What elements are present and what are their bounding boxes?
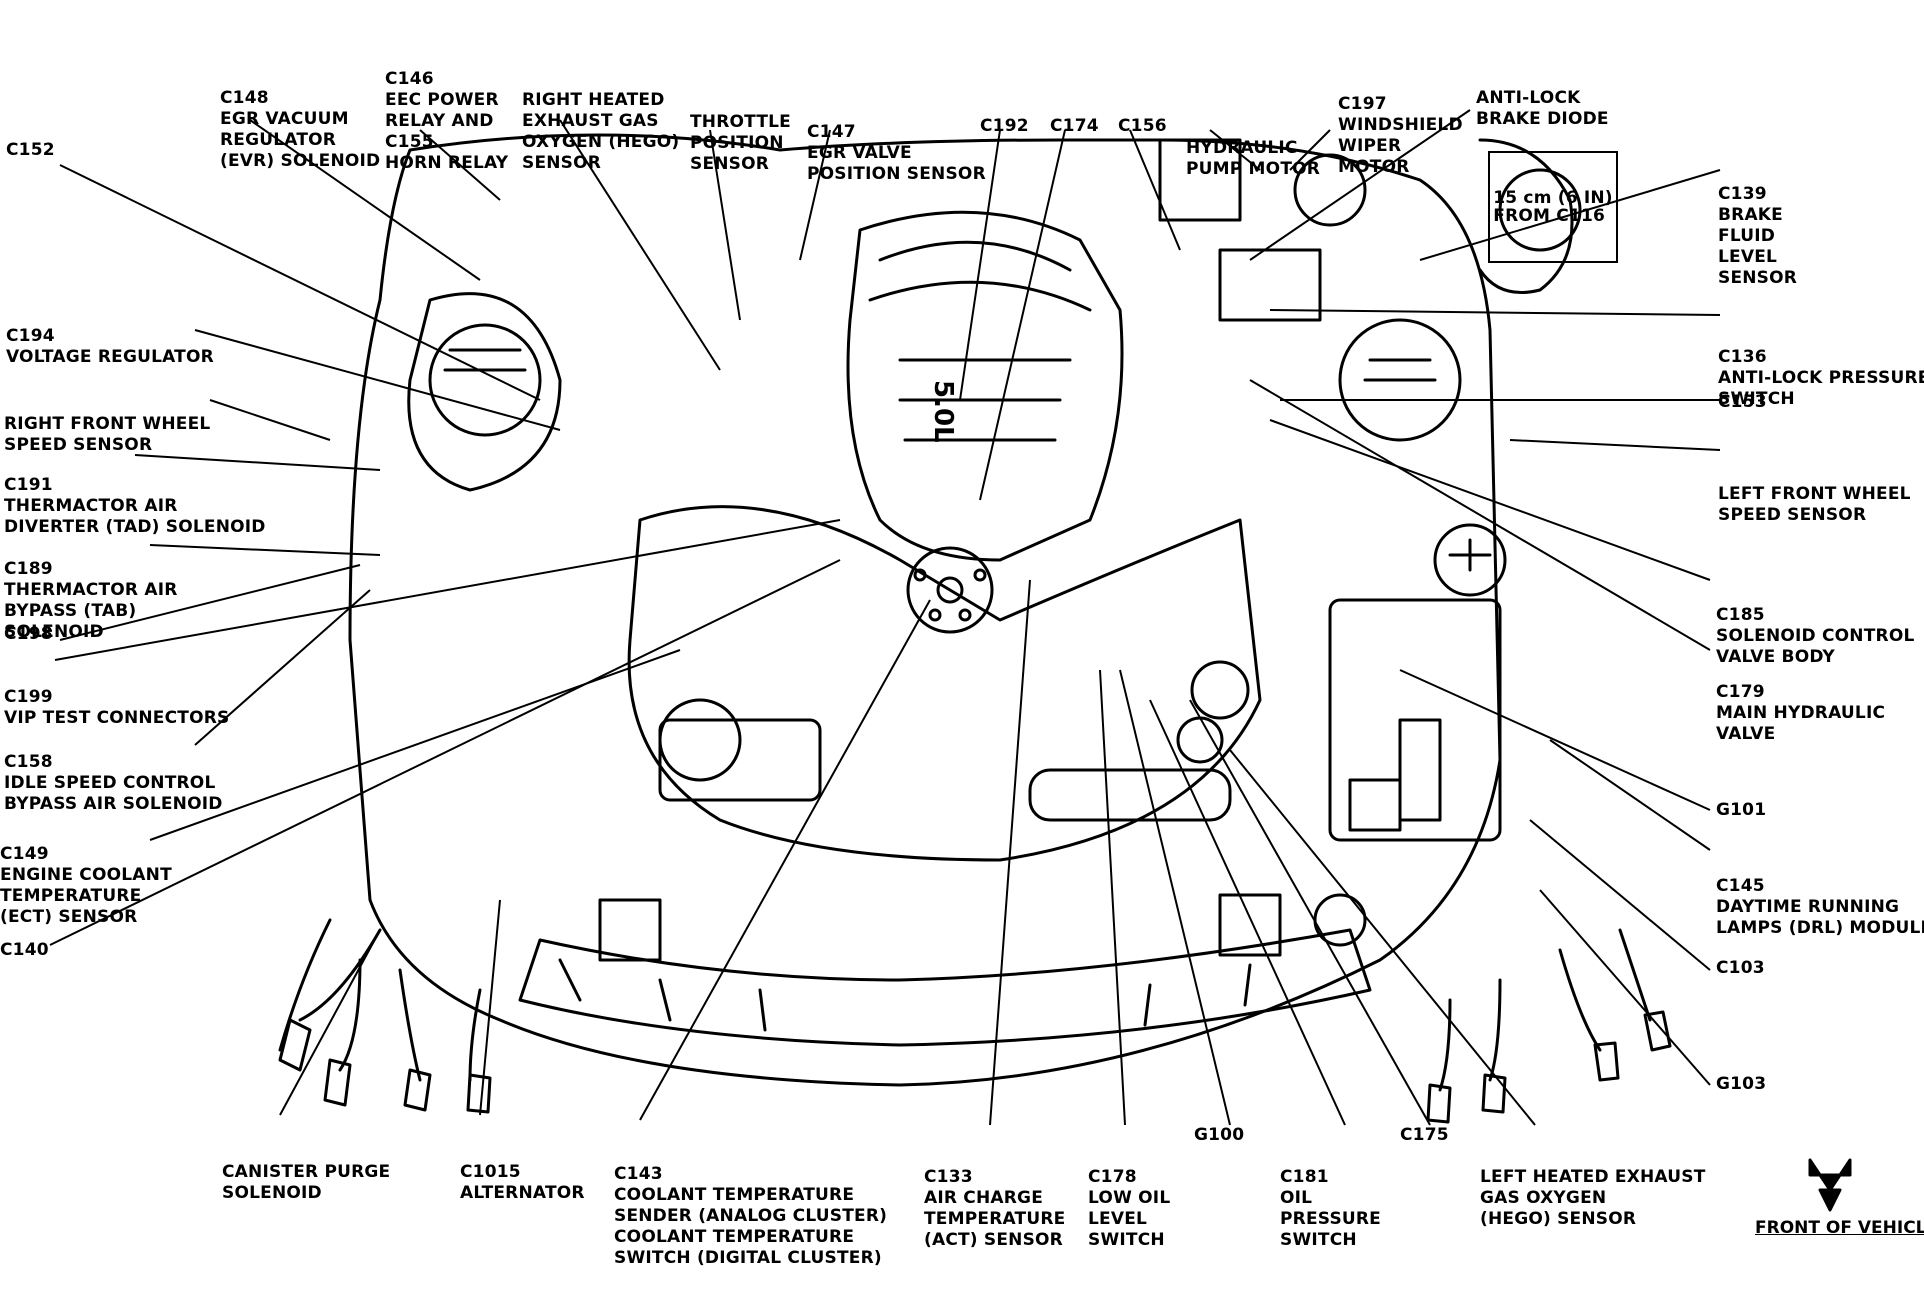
label-c140: C140 <box>0 940 49 960</box>
brake-reservoir <box>1338 318 1462 442</box>
engine-decal: 5.0L <box>928 380 958 443</box>
intake-plenum <box>846 210 1124 562</box>
label-c156: C156 <box>1118 116 1167 136</box>
front-of-vehicle-label: FRONT OF VEHICLE <box>1755 1218 1924 1238</box>
label-c192: C192 <box>980 116 1029 136</box>
engine-compartment-diagram: 5.0L <box>0 46 1924 1268</box>
label-c198: C198 <box>4 624 53 644</box>
engine-bay-outline <box>348 133 1502 1087</box>
label-c174: C174 <box>1050 116 1099 136</box>
label-c103: C103 <box>1716 958 1765 978</box>
label-c152: C152 <box>6 140 55 160</box>
label-g101: G101 <box>1716 800 1767 820</box>
front-crossmember <box>518 928 1372 1047</box>
label-g103: G103 <box>1716 1074 1767 1094</box>
air-cleaner <box>407 292 562 492</box>
label-c153: C153 <box>1718 392 1767 412</box>
label-c175: C175 <box>1400 1125 1449 1145</box>
label-g100: G100 <box>1194 1125 1245 1145</box>
distributor-cap <box>906 546 994 634</box>
engine-block <box>627 505 1262 862</box>
diode-location-note: 15 cm (6 IN)FROM C116 <box>1488 151 1618 263</box>
engine-drawing: 5.0L <box>49 109 1852 1212</box>
front-arrow <box>1808 1158 1852 1192</box>
abs-valve-body <box>1328 598 1502 842</box>
